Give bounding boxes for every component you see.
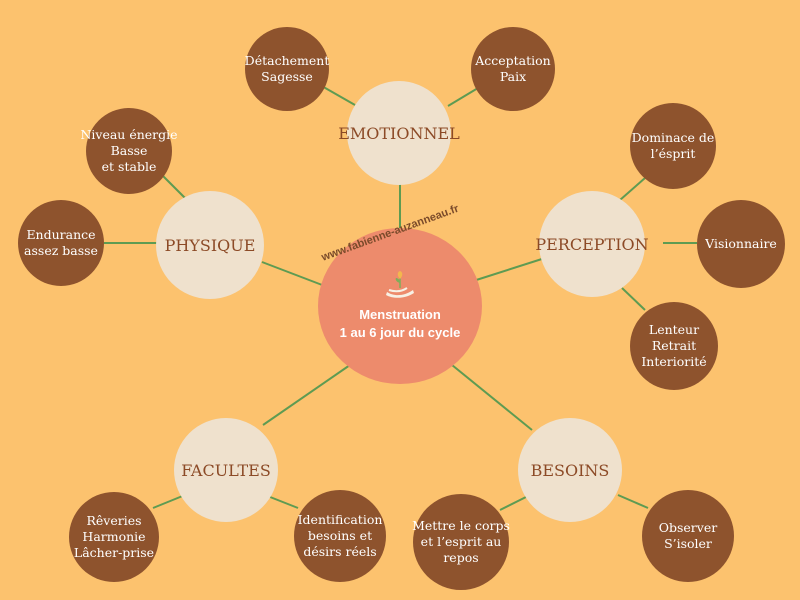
- leaf-line: S’isoler: [664, 536, 712, 551]
- leaf-line: désirs réels: [303, 544, 377, 560]
- leaf-line: Basse: [110, 142, 148, 158]
- leaf-line: Interiorité: [641, 354, 707, 370]
- category-facultes: FACULTES: [174, 418, 278, 522]
- category-label: EMOTIONNEL: [338, 123, 460, 143]
- center-subtitle: 1 au 6 jour du cycle: [339, 325, 461, 340]
- leaf-line: Niveau énergie: [80, 126, 178, 142]
- leaf-line: assez basse: [24, 243, 98, 258]
- link-center-perception: [469, 257, 546, 283]
- category-label: FACULTES: [181, 460, 271, 480]
- category-perception: PERCEPTION: [535, 191, 649, 297]
- leaf-line: Détachement: [244, 52, 330, 68]
- link-center-facultes: [262, 364, 351, 426]
- leaf-line: Visionnaire: [705, 235, 777, 251]
- center-title: Menstruation: [359, 307, 441, 323]
- link-besoins-observer: [617, 494, 649, 509]
- leaf-dominace: Dominace de l’ésprit: [630, 103, 716, 189]
- leaf-lenteur: Lenteur Retrait Interiorité: [630, 302, 718, 390]
- leaf-niveau-energie: Niveau énergie Basse et stable: [80, 108, 178, 194]
- leaf-reveries: Rêveries Harmonie Lâcher-prise: [69, 492, 159, 582]
- link-perception-lenteur: [621, 287, 646, 311]
- category-label: BESOINS: [530, 460, 610, 480]
- leaf-line: Harmonie: [82, 528, 146, 544]
- leaf-mettre-repos: Mettre le corps et l’esprit au repos: [412, 494, 510, 590]
- link-center-physique: [261, 261, 331, 289]
- leaf-line: Lâcher-prise: [73, 545, 155, 561]
- leaf-line: Rêveries: [86, 512, 142, 528]
- link-emotionnel-detachement: [319, 84, 356, 106]
- leaf-line: Observer: [658, 519, 718, 535]
- category-physique: PHYSIQUE: [156, 191, 264, 299]
- leaf-line: Lenteur: [648, 321, 700, 337]
- category-besoins: BESOINS: [518, 418, 622, 522]
- leaf-endurance: Endurance assez basse: [18, 200, 104, 286]
- hand-flower-icon: [386, 271, 414, 299]
- leaf-line: Paix: [499, 69, 527, 84]
- center-node: Menstruation 1 au 6 jour du cycle: [318, 228, 482, 384]
- leaf-line: Dominace de: [631, 129, 715, 145]
- link-perception-dominace: [619, 177, 646, 201]
- leaf-line: et stable: [101, 159, 157, 175]
- link-center-besoins: [451, 364, 533, 431]
- leaf-line: et l’esprit au: [420, 533, 502, 549]
- leaf-acceptation: Acceptation Paix: [471, 27, 555, 111]
- category-label: PHYSIQUE: [164, 235, 256, 255]
- leaf-line: Retrait: [651, 337, 697, 353]
- leaf-line: repos: [443, 550, 479, 566]
- leaf-line: Sagesse: [261, 69, 313, 84]
- leaf-line: Endurance: [26, 226, 96, 242]
- leaf-visionnaire: Visionnaire: [697, 200, 785, 288]
- leaf-line: Identification: [297, 511, 383, 527]
- link-facultes-identification: [264, 494, 299, 509]
- leaf-line: l’ésprit: [650, 146, 696, 161]
- category-label: PERCEPTION: [535, 234, 649, 254]
- leaf-observer: Observer S’isoler: [642, 490, 734, 582]
- link-physique-niveau: [161, 174, 186, 199]
- leaf-line: besoins et: [307, 527, 373, 543]
- link-facultes-reveries: [152, 494, 186, 509]
- leaf-detachement: Détachement Sagesse: [245, 27, 329, 111]
- leaf-line: Mettre le corps: [412, 517, 510, 533]
- link-emotionnel-acceptation: [447, 87, 479, 107]
- category-emotionnel: EMOTIONNEL: [338, 81, 460, 185]
- leaf-line: Acceptation: [475, 52, 551, 68]
- leaf-identification: Identification besoins et désirs réels: [294, 490, 386, 582]
